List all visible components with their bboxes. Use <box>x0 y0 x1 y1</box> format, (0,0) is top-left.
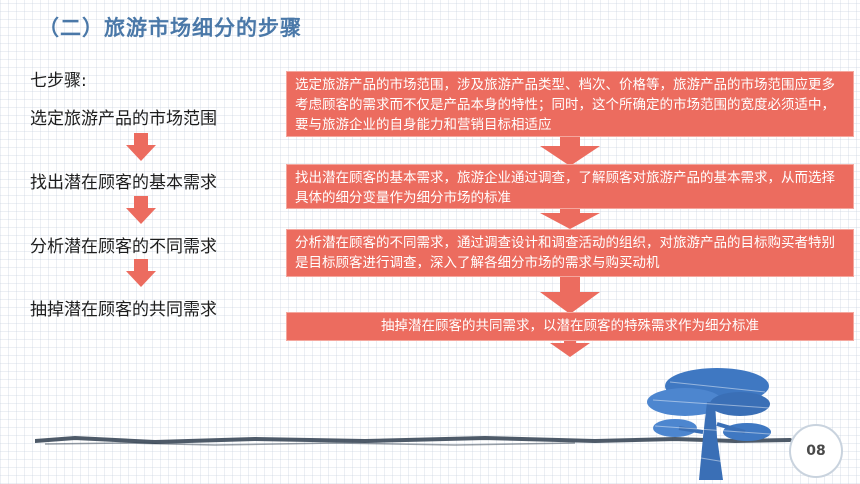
detail-box-3: 分析潜在顾客的不同需求，通过调查设计和调查活动的组织，对旅游产品的目标购买者特别… <box>286 229 854 277</box>
step-label-1: 选定旅游产品的市场范围 <box>30 109 217 129</box>
page-number: 08 <box>806 443 826 459</box>
step-label-3: 分析潜在顾客的不同需求 <box>30 237 217 257</box>
detail-box-4: 抽掉潜在顾客的共同需求，以潜在顾客的特殊需求作为细分标准 <box>286 312 854 341</box>
intro-label: 七步骤: <box>30 71 87 91</box>
step-label-4: 抽掉潜在顾客的共同需求 <box>30 300 217 320</box>
step-label-2: 找出潜在顾客的基本需求 <box>30 173 217 193</box>
left-down-arrow-2 <box>126 196 156 224</box>
detail-box-2: 找出潜在顾客的基本需求，旅游企业通过调查，了解顾客对旅游产品的基本需求，从而选择… <box>286 164 854 209</box>
flow-arrow-3 <box>540 272 600 314</box>
flow-arrow-2 <box>540 203 600 229</box>
left-down-arrow-3 <box>126 259 156 287</box>
left-down-arrow-1 <box>126 133 156 161</box>
flow-arrow-4 <box>550 337 590 357</box>
page-number-badge: 08 <box>789 424 843 478</box>
slide-title: （二）旅游市场细分的步骤 <box>38 16 302 40</box>
flow-arrow-1 <box>540 128 600 166</box>
detail-box-1: 选定旅游产品的市场范围，涉及旅游产品类型、档次、价格等，旅游产品的市场范围应更多… <box>286 71 854 137</box>
tree-icon <box>647 368 771 480</box>
